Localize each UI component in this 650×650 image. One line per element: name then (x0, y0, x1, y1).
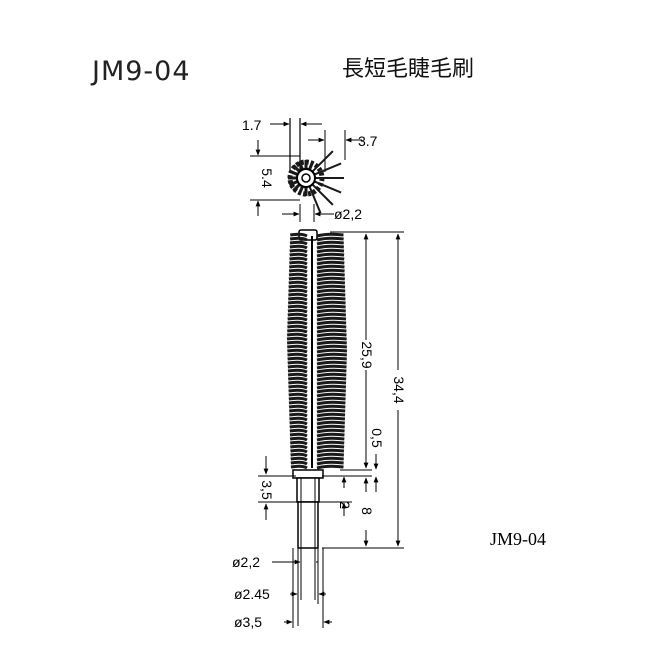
dim-shaft-length: 8 (359, 507, 375, 515)
dim-step-length: 2 (337, 501, 353, 509)
dim-head-offset: 1.7 (242, 117, 262, 133)
dim-shaft-mid-diameter: ø2.45 (234, 586, 270, 602)
dim-neck-length: 3,5 (259, 480, 275, 500)
dim-shaft-inner-diameter: ø2,2 (232, 554, 260, 570)
shaft (292, 469, 324, 549)
dim-bristle-length: 3.7 (358, 133, 378, 149)
dim-total-length: 34,4 (391, 376, 407, 403)
dim-brush-length: 25,9 (359, 341, 375, 368)
cross-section-view: 1.7 3.7 5.4 ø2,2 (242, 117, 378, 222)
dim-shaft-outer-diameter: ø3,5 (234, 614, 262, 630)
bristle-cross-section (287, 150, 344, 214)
bristle-body (286, 232, 348, 470)
model-title: JM9-04 (90, 56, 191, 87)
dim-gap: 0,5 (369, 428, 385, 448)
drawing-caption: JM9-04 (490, 529, 546, 549)
product-name: 長短毛睫毛刷 (342, 57, 474, 82)
side-view: 25,9 34,4 0,5 8 2 3,5 (232, 229, 407, 630)
dim-core-diameter: ø2,2 (334, 206, 362, 222)
dim-head-height: 5.4 (259, 168, 275, 188)
